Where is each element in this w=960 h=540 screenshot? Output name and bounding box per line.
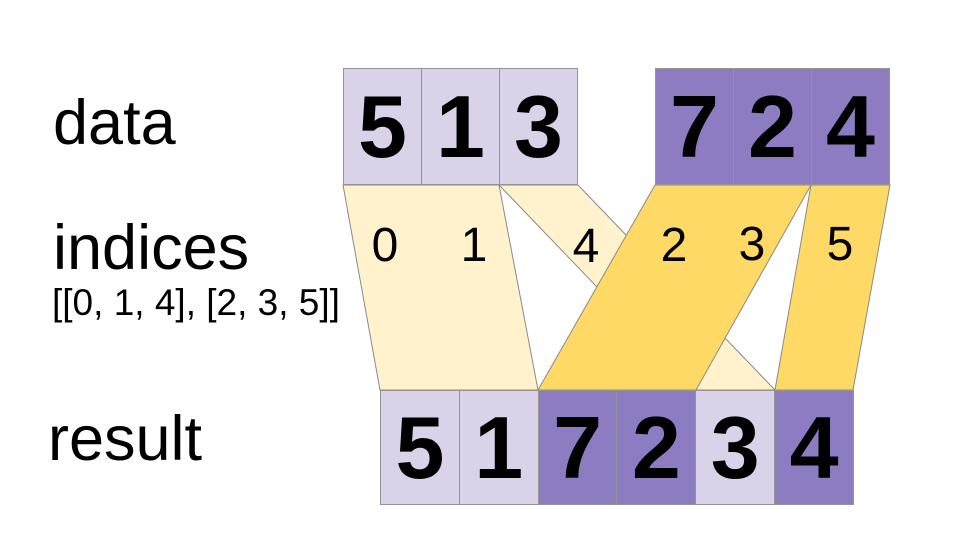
result-label: result — [48, 404, 203, 474]
data-label: data — [53, 88, 176, 158]
result-cell: 4 — [775, 391, 853, 504]
result-cell: 1 — [459, 391, 539, 504]
data-array-1: 5 1 3 — [343, 68, 578, 185]
result-cell: 5 — [381, 391, 460, 504]
data-cell: 7 — [656, 69, 734, 184]
data-cell: 4 — [812, 69, 889, 184]
index-number: 2 — [660, 219, 688, 272]
data-cell: 1 — [422, 69, 500, 184]
data-cell: 5 — [344, 69, 422, 184]
data-cell: 2 — [734, 69, 812, 184]
indices-value: [[0, 1, 4], [2, 3, 5]] — [52, 282, 340, 323]
result-cell: 3 — [696, 391, 776, 504]
data-cell: 3 — [500, 69, 577, 184]
index-number: 4 — [572, 220, 600, 273]
result-cell: 7 — [538, 391, 618, 504]
data-array-2: 7 2 4 — [655, 68, 890, 185]
result-cell: 2 — [617, 391, 697, 504]
indices-label: indices — [53, 213, 250, 283]
index-number: 1 — [460, 219, 488, 272]
index-number: 0 — [371, 219, 399, 272]
flow-band-indices-0-1 — [342, 184, 539, 391]
index-number: 5 — [826, 218, 854, 271]
result-array: 5 1 7 2 3 4 — [380, 390, 854, 505]
index-number: 3 — [738, 218, 766, 271]
